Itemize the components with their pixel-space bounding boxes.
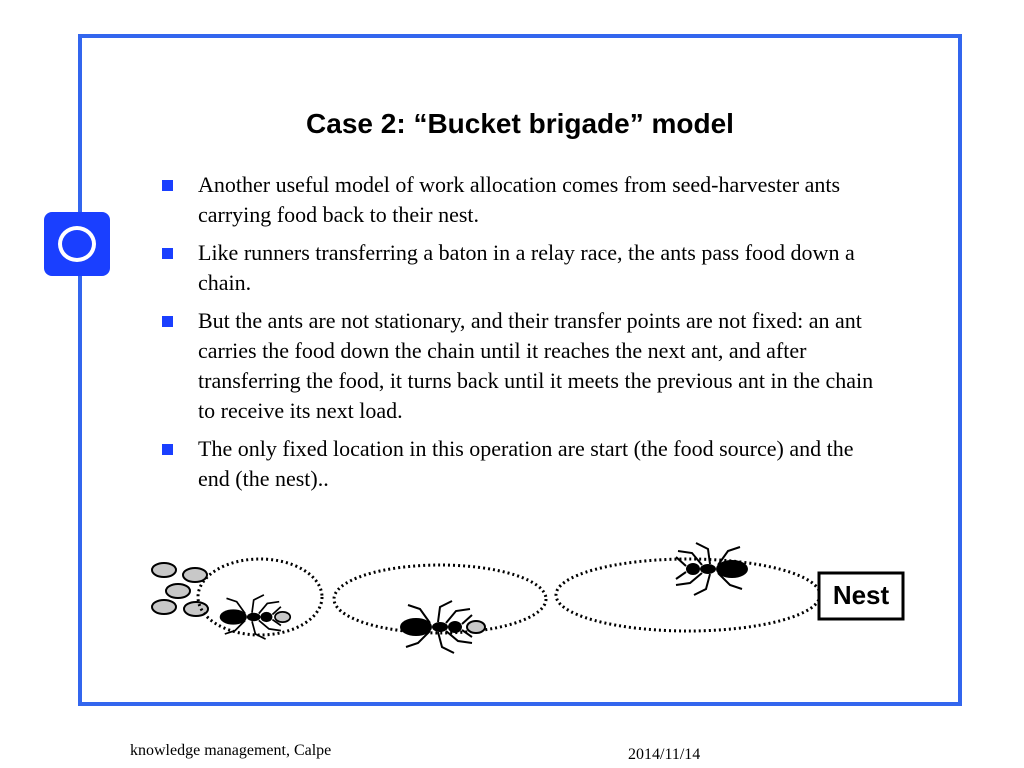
- bullet-item: Another useful model of work allocation …: [160, 170, 890, 230]
- footer-left: knowledge management, Calpe: [130, 742, 332, 759]
- bullet-item: The only fixed location in this operatio…: [160, 434, 890, 494]
- bucket-brigade-diagram: Nest: [151, 542, 905, 654]
- bullet-text: Another useful model of work allocation …: [198, 172, 841, 227]
- relay-loop: [196, 557, 324, 637]
- logo-ring: [58, 226, 96, 262]
- ant-icon: [218, 594, 292, 640]
- bullet-list: Another useful model of work allocation …: [160, 170, 890, 502]
- square-bullet-icon: [162, 180, 173, 191]
- ant-icon: [675, 542, 749, 596]
- ring-logo-icon: [44, 212, 110, 276]
- bullet-item: But the ants are not stationary, and the…: [160, 306, 890, 426]
- bullet-text: The only fixed location in this operatio…: [198, 436, 854, 491]
- bullet-item: Like runners transferring a baton in a r…: [160, 238, 890, 298]
- square-bullet-icon: [162, 316, 173, 327]
- slide-frame: [78, 34, 962, 706]
- bullet-text: Like runners transferring a baton in a r…: [198, 240, 855, 295]
- bullet-text: But the ants are not stationary, and the…: [198, 308, 874, 423]
- square-bullet-icon: [162, 444, 173, 455]
- ant-icon: [399, 600, 486, 654]
- footer-date: 2014/11/14: [628, 746, 701, 763]
- food-source-icon: [151, 562, 209, 617]
- nest-box: Nest: [817, 571, 905, 621]
- slide-title: Case 2: “Bucket brigade” model: [306, 108, 734, 139]
- nest-label: Nest: [833, 580, 890, 610]
- square-bullet-icon: [162, 248, 173, 259]
- relay-loop: [332, 563, 548, 635]
